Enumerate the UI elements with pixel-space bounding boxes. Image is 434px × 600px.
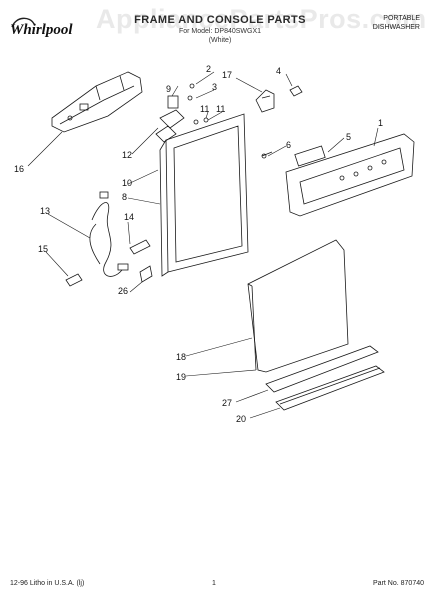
callout-19: 19 [176, 372, 186, 382]
whirlpool-logo: Whirlpool [10, 17, 73, 38]
callout-20: 20 [236, 414, 246, 424]
callout-numbers: 16 9 2 3 17 4 1 5 6 11 11 12 10 8 13 14 … [14, 64, 383, 424]
part-26-fastener [139, 265, 153, 283]
model-number: For Model: DP840SWGX1 [178, 28, 262, 35]
callout-16: 16 [14, 164, 24, 174]
callout-14: 14 [124, 212, 134, 222]
callout-11a: 11 [200, 104, 209, 114]
callout-1: 1 [378, 118, 383, 128]
callout-leaders [27, 71, 379, 419]
callout-10: 10 [122, 178, 132, 188]
hinge-hardware-cluster [155, 83, 209, 143]
callout-18: 18 [176, 352, 186, 362]
part-27-trim-strip [265, 345, 379, 393]
product-type-line1: PORTABLE [383, 15, 420, 22]
part-1-console-panel [285, 133, 415, 217]
callout-13: 13 [40, 206, 50, 216]
callout-11b: 11 [216, 104, 225, 114]
product-type: PORTABLE DISHWASHER [340, 14, 420, 32]
page-title: FRAME AND CONSOLE PARTS [134, 14, 306, 26]
callout-26: 26 [118, 286, 128, 296]
callout-15: 15 [38, 244, 48, 254]
part-8-door-frame [159, 113, 249, 277]
callout-8: 8 [122, 192, 127, 202]
model-color: (White) [208, 37, 232, 44]
callout-3: 3 [212, 82, 217, 92]
page-number: 1 [212, 580, 216, 587]
callout-6: 6 [286, 140, 291, 150]
callout-17: 17 [222, 70, 232, 80]
part-15-connector [65, 273, 83, 287]
callout-2: 2 [206, 64, 211, 74]
part-4-clip [289, 85, 303, 97]
product-type-line2: DISHWASHER [372, 24, 420, 31]
part-13-wire-harness [89, 191, 129, 277]
part-6-screw [261, 151, 273, 159]
callout-9: 9 [166, 84, 171, 94]
part-14-switch [129, 239, 151, 255]
brand-name: Whirlpool [10, 22, 73, 38]
callout-27: 27 [222, 398, 232, 408]
callout-5: 5 [346, 132, 351, 142]
part-20-bottom-trim [275, 365, 385, 411]
callout-4: 4 [276, 66, 281, 76]
litho-note: 12-96 Litho in U.S.A. (lj) [10, 580, 85, 587]
callout-12: 12 [122, 150, 132, 160]
part-18-outer-door-panel [247, 239, 349, 373]
part-16-bracket [51, 71, 143, 133]
part-number: Part No. 870740 [373, 580, 424, 587]
part-17-latch [255, 89, 275, 113]
watermark-text: AppliancePartsPros.com [96, 4, 426, 34]
